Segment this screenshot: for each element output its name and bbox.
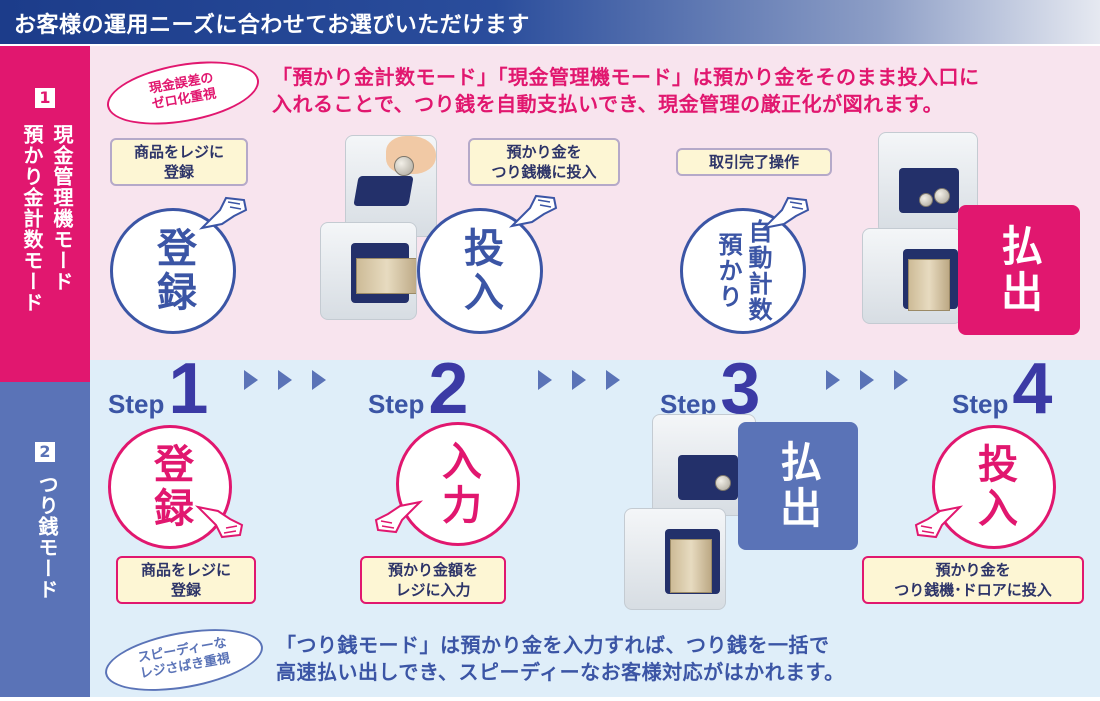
arrow-right-icon xyxy=(244,370,258,390)
pointing-hand-icon xyxy=(508,188,560,228)
mode2-step1-circle-label: 登録 xyxy=(147,443,193,531)
step-1-word: Step xyxy=(108,389,165,419)
header-title: お客様の運用ニーズに合わせてお選びいただけます xyxy=(14,13,530,38)
changer-bill-dispense-photo xyxy=(862,228,962,324)
header-bar: お客様の運用ニーズに合わせてお選びいただけます xyxy=(0,0,1100,44)
pointing-hand-icon xyxy=(194,505,246,545)
mode1-step2-circle: 投入 xyxy=(417,208,543,334)
mode1-step1-circle: 登録 xyxy=(110,208,236,334)
mode2-step1-callout-line1: 商品をレジに xyxy=(140,561,231,579)
mode1-step2-callout: 預かり金を つり銭機に投入 xyxy=(468,138,620,186)
arrow-right-icon xyxy=(312,370,326,390)
mode1-step4-payout-label: 払出 xyxy=(994,224,1044,316)
mode1-step3-circle-col1: 預かり xyxy=(714,232,742,310)
arrow-right-icon xyxy=(538,370,552,390)
pointing-hand-icon xyxy=(912,505,964,545)
mode2-step4-callout: 預かり金を つり銭機･ドロアに投入 xyxy=(862,556,1084,604)
mode1-step3-callout-line1: 取引完了操作 xyxy=(708,153,799,171)
mode1-sidebar: 1 現金管理機モード 預かり金計数モード xyxy=(0,46,90,382)
mode1-desc-line2: 入れることで、つり銭を自動支払いでき、現金管理の厳正化が図れます。 xyxy=(272,92,944,116)
mode2-step2-callout-line1: 預かり金額を xyxy=(387,561,478,579)
mode2-label: つり銭モード xyxy=(35,474,59,600)
mode1-step4-payout-box: 払出 xyxy=(958,205,1080,335)
mode2-step4-circle-label: 投入 xyxy=(971,443,1017,531)
step-2-word: Step xyxy=(368,389,425,419)
mode2-description: 「つり銭モード」は預かり金を入力すれば、つり銭を一括で 高速払い出しでき、スピー… xyxy=(276,632,845,686)
mode1-step1-callout: 商品をレジに 登録 xyxy=(110,138,248,186)
mode2-step2-circle: 入力 xyxy=(396,422,520,546)
step-2-label: Step 2 xyxy=(368,348,468,430)
mode1-desc-line1: 「預かり金計数モード」「現金管理機モード」は預かり金をそのまま投入口に xyxy=(272,65,980,89)
mode2-step2-circle-label: 入力 xyxy=(435,440,481,528)
mode1-step2-callout-line2: つり銭機に投入 xyxy=(491,163,597,181)
mode1-step1-circle-label: 登録 xyxy=(150,227,196,315)
step-2-number: 2 xyxy=(428,349,469,429)
mode2-step1-callout-line2: 登録 xyxy=(170,581,201,599)
mode2-step3-payout-label: 払出 xyxy=(773,440,823,532)
arrow-right-icon xyxy=(826,370,840,390)
mode2-sidebar: 2 つり銭モード xyxy=(0,382,90,697)
mode1-step2-callout-line1: 預かり金を xyxy=(506,143,582,161)
mode2-step3-payout-box: 払出 xyxy=(738,422,858,550)
changer-bill-dispense-photo xyxy=(624,508,726,610)
mode2-number: 2 xyxy=(35,442,55,462)
mode1-step2-circle-label: 投入 xyxy=(457,227,503,315)
mode2-step4-callout-line1: 預かり金を xyxy=(935,561,1011,579)
pointing-hand-icon xyxy=(372,500,424,540)
changer-coin-slot-photo xyxy=(345,135,437,237)
mode1-number: 1 xyxy=(35,88,55,108)
mode1-step3-circle: 預かり 自動計数 xyxy=(680,208,806,334)
mode2-step4-circle: 投入 xyxy=(932,425,1056,549)
mode2-desc-line1: 「つり銭モード」は預かり金を入力すれば、つり銭を一括で xyxy=(276,633,830,657)
mode1-step1-callout-line2: 登録 xyxy=(163,163,194,181)
mode1-step3-circle-col2: 自動計数 xyxy=(744,219,772,323)
step-4-label: Step 4 xyxy=(952,348,1052,430)
mode2-step2-callout: 預かり金額を レジに入力 xyxy=(360,556,506,604)
changer-bill-slot-photo xyxy=(320,222,417,320)
mode1-step1-callout-line1: 商品をレジに xyxy=(133,143,224,161)
step-4-number: 4 xyxy=(1012,349,1053,429)
mode2-desc-line2: 高速払い出しでき、スピーディーなお客様対応がはかれます。 xyxy=(276,660,845,684)
mode2-step4-callout-line2: つり銭機･ドロアに投入 xyxy=(894,581,1052,599)
step-1-number: 1 xyxy=(168,349,209,429)
arrow-right-icon xyxy=(860,370,874,390)
mode1-label-line1: 現金管理機モード xyxy=(50,124,74,292)
pointing-hand-icon xyxy=(760,190,812,230)
pointing-hand-icon xyxy=(198,190,250,230)
arrow-right-icon xyxy=(278,370,292,390)
mode1-label-line2: 預かり金計数モード xyxy=(20,124,44,313)
arrow-right-icon xyxy=(894,370,908,390)
mode1-description: 「預かり金計数モード」「現金管理機モード」は預かり金をそのまま投入口に 入れるこ… xyxy=(272,64,980,118)
step-4-word: Step xyxy=(952,389,1009,419)
arrow-right-icon xyxy=(572,370,586,390)
arrow-right-icon xyxy=(606,370,620,390)
mode2-step2-callout-line2: レジに入力 xyxy=(395,581,471,599)
mode2-step1-circle: 登録 xyxy=(108,425,232,549)
mode2-step1-callout: 商品をレジに 登録 xyxy=(116,556,256,604)
mode1-step3-callout: 取引完了操作 xyxy=(676,148,832,176)
step-1-label: Step 1 xyxy=(108,348,208,430)
changer-coin-tray-photo xyxy=(878,132,978,234)
